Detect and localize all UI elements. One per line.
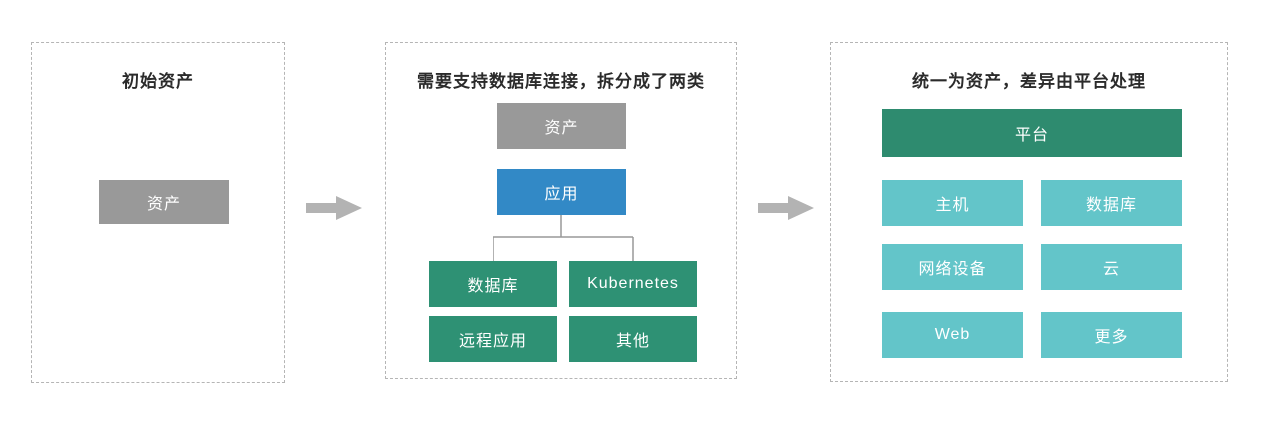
panel-split-assets: 需要支持数据库连接，拆分成了两类 资产 应用 数据库 Kubernetes 远程… — [385, 42, 737, 379]
box-app: 应用 — [497, 169, 626, 215]
box-cloud: 云 — [1041, 244, 1182, 290]
tree-connector-lines — [493, 215, 634, 261]
panel-split-title: 需要支持数据库连接，拆分成了两类 — [417, 72, 705, 91]
box-kubernetes: Kubernetes — [569, 261, 697, 307]
box-web: Web — [882, 312, 1023, 358]
box-more: 更多 — [1041, 312, 1182, 358]
panel-initial-title: 初始资产 — [122, 72, 194, 91]
box-host: 主机 — [882, 180, 1023, 226]
box-database: 数据库 — [429, 261, 557, 307]
box-platform: 平台 — [882, 109, 1182, 157]
arrow-right-icon — [306, 196, 362, 220]
panel-unified-title: 统一为资产，差异由平台处理 — [912, 72, 1146, 91]
box-asset: 资产 — [497, 103, 626, 149]
panel-initial-assets: 初始资产 资产 — [31, 42, 285, 383]
arrow-right-icon — [758, 196, 814, 220]
panel-unified-assets: 统一为资产，差异由平台处理 平台 主机 数据库 网络设备 云 Web 更多 — [830, 42, 1228, 382]
box-remote-app: 远程应用 — [429, 316, 557, 362]
box-database: 数据库 — [1041, 180, 1182, 226]
box-asset: 资产 — [99, 180, 229, 224]
box-network-device: 网络设备 — [882, 244, 1023, 290]
box-other: 其他 — [569, 316, 697, 362]
